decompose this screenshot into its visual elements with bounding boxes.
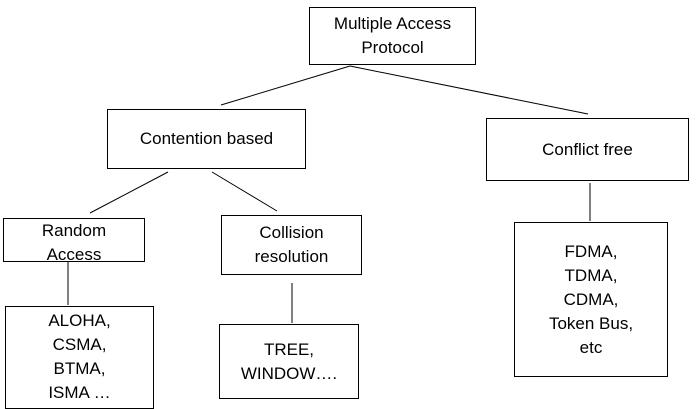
node-conflict-free: Conflict free: [486, 118, 689, 181]
node-conflict-free-examples: FDMA, TDMA, CDMA, Token Bus, etc: [514, 222, 668, 377]
node-label: Collision: [259, 223, 324, 242]
node-label: Contention based: [139, 129, 274, 148]
edge-contention-random: [89, 171, 169, 214]
node-random-access: Random Access: [3, 218, 145, 264]
node-collision-resolution-examples: TREE, WINDOW….: [219, 324, 359, 399]
node-label: resolution: [254, 247, 329, 266]
node-label: Conflict free: [542, 139, 633, 159]
node-collision-resolution: Collision resolution: [221, 215, 362, 275]
edge-root-contention: [220, 65, 351, 106]
node-contention-based: Contention based: [107, 109, 306, 169]
node-label: CDMA,: [563, 289, 619, 309]
node-label: ALOHA,: [48, 311, 111, 330]
node-label: WINDOW….: [240, 363, 338, 383]
node-label: TDMA,: [564, 265, 618, 285]
node-label: TREE,: [263, 339, 315, 359]
node-label: BTMA,: [53, 359, 106, 378]
node-multiple-access-protocol: Multiple Access Protocol: [309, 7, 476, 65]
edge-contention-collision: [211, 171, 278, 212]
node-random-access-examples: ALOHA, CSMA, BTMA, ISMA …: [5, 306, 154, 409]
node-label: Random: [41, 221, 107, 240]
node-label: etc: [579, 337, 603, 357]
node-label: Protocol: [361, 38, 424, 57]
edge-root-conflict: [349, 65, 589, 115]
node-label: FDMA,: [564, 241, 618, 261]
node-label: Multiple Access: [333, 14, 452, 33]
node-label: Access: [46, 245, 102, 264]
node-label: ISMA …: [48, 383, 111, 402]
node-label: CSMA,: [52, 335, 107, 354]
node-label: Token Bus,: [548, 313, 634, 333]
